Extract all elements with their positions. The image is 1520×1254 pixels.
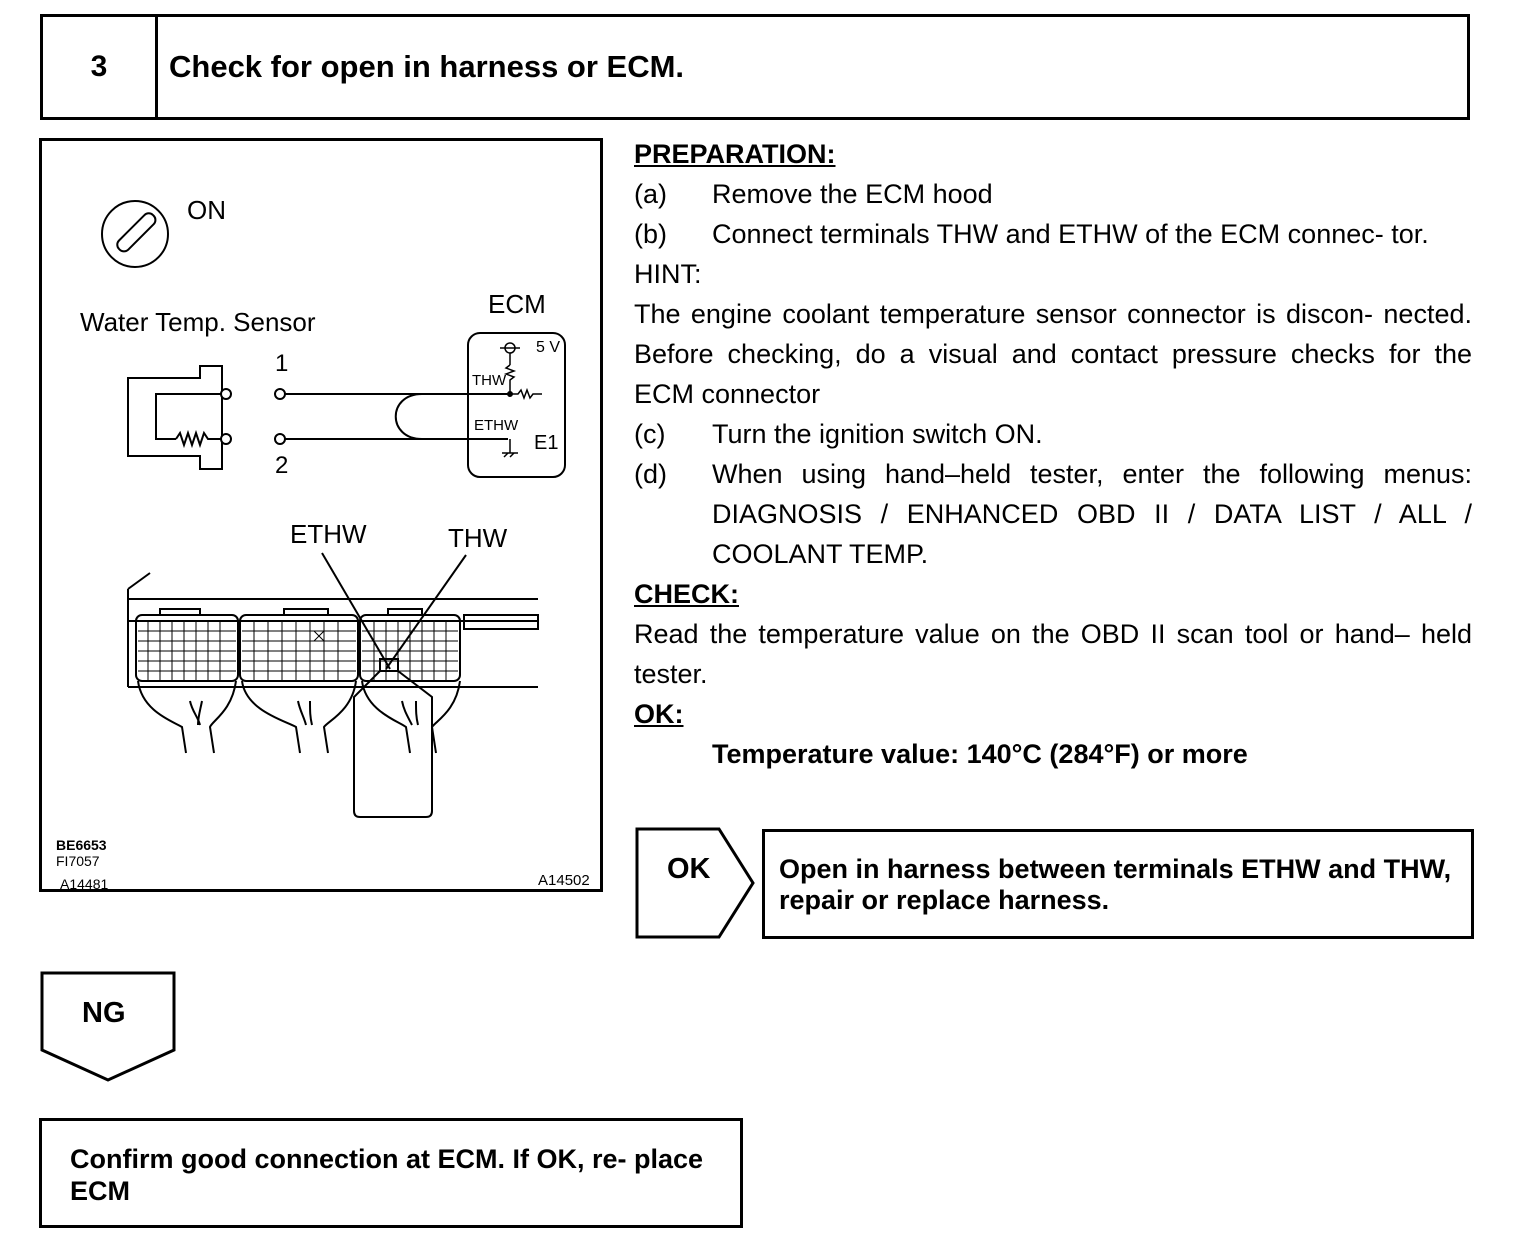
preparation-heading: PREPARATION: [634,139,836,169]
thw-inner-label: THW [472,372,507,389]
terminal-1-label: 1 [275,350,288,377]
terminal-2-label: 2 [275,452,288,479]
step-header: 3 Check for open in harness or ECM. [40,14,1470,120]
list-item: (a) Remove the ECM hood [634,179,993,209]
list-item: (d) When using hand–held tester, enter t… [634,459,1472,569]
step-title: Check for open in harness or ECM. [169,49,685,84]
ignition-switch-icon [101,200,169,268]
list-item: (b) Connect terminals THW and ETHW of th… [634,219,1429,249]
voltage-label: 5 V [536,339,560,356]
ng-result-text: Confirm good connection at ECM. If OK, r… [70,1144,704,1206]
ethw-callout: ETHW [290,519,367,549]
ethw-inner-label: ETHW [474,417,519,434]
ok-result-label: OK [667,853,711,885]
wiring-diagram: ON Water Temp. Sensor ECM 1 2 [56,195,590,889]
list-item: (c) Turn the ignition switch ON. [634,419,1043,449]
ecm-connector-drawing [127,572,539,688]
jumper-wire [285,393,508,440]
step-number: 3 [43,17,158,117]
procedure-text: PREPARATION: (a) Remove the ECM hood (b)… [634,134,1472,774]
switch-label: ON [187,195,226,225]
ok-arrow: OK [635,827,755,939]
connector-grid [138,621,458,681]
sensor-connector [127,365,226,470]
figure-code-1: BE6653 [56,837,107,853]
ok-result-text: Open in harness between terminals ETHW a… [779,854,1452,915]
figure-code-4: A14502 [538,872,590,889]
thw-callout: THW [448,523,508,553]
ecm-label: ECM [488,289,546,319]
sensor-label: Water Temp. Sensor [80,307,316,337]
figure-code-2: FI7057 [56,853,100,869]
ok-heading: OK: [634,699,684,729]
figure-code-3: A14481 [60,876,108,889]
ng-result-box: Confirm good connection at ECM. If OK, r… [39,1118,743,1228]
hint-label: HINT: [634,259,702,289]
ok-value: Temperature value: 140°C (284°F) or more [712,739,1248,769]
terminal-jumper [353,658,433,818]
e1-label: E1 [534,432,558,454]
ng-arrow: NG [40,971,176,1082]
hint-text: The engine coolant temperature sensor co… [634,299,1472,409]
wire-harness [137,680,461,754]
ok-result-box: Open in harness between terminals ETHW a… [762,829,1474,939]
ng-result-label: NG [82,997,126,1029]
ecm-box [467,332,566,478]
wiring-figure: ON Water Temp. Sensor ECM 1 2 [39,138,603,892]
check-text: Read the temperature value on the OBD II… [634,619,1472,689]
check-heading: CHECK: [634,579,739,609]
